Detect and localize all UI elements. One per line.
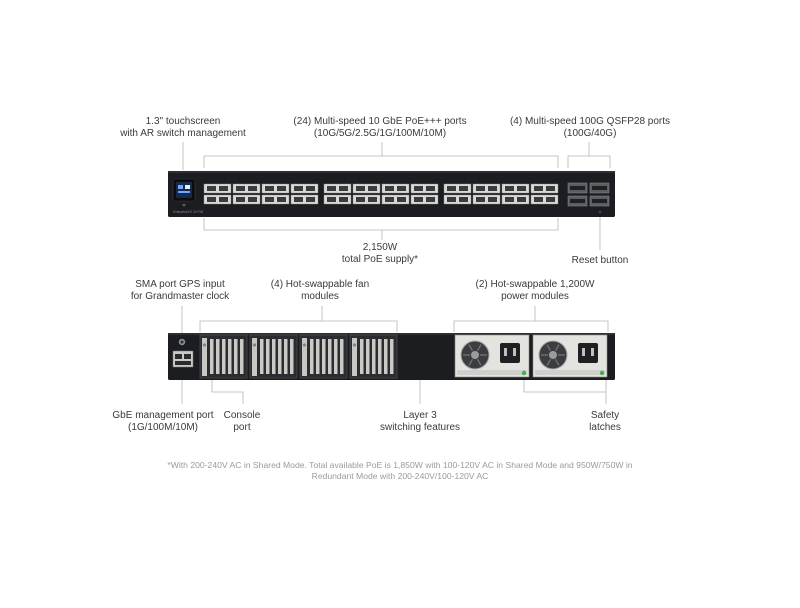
rj45-port[interactable]: [261, 183, 290, 194]
callout-power-modules: (2) Hot-swappable 1,200W power modules: [475, 279, 595, 302]
callout-touchscreen: 1.3" touchscreen with AR switch manageme…: [120, 116, 246, 139]
callout-poe-ports: (24) Multi-speed 10 GbE PoE+++ ports (10…: [293, 116, 467, 139]
sma-port[interactable]: [178, 338, 186, 346]
rear-leader-lines: [181, 306, 609, 404]
reset-button[interactable]: [598, 210, 602, 214]
callout-qsfp-ports: (4) Multi-speed 100G QSFP28 ports (100G/…: [509, 116, 671, 139]
qsfp-port[interactable]: [589, 195, 610, 207]
rj45-port[interactable]: [443, 183, 472, 194]
rj45-port[interactable]: [501, 194, 530, 205]
touchscreen: [172, 178, 196, 207]
rj45-port[interactable]: [501, 183, 530, 194]
callout-reset-button: Reset button: [571, 255, 629, 266]
callout-layer3: Layer 3 switching features: [379, 410, 461, 433]
callout-fan-modules: (4) Hot-swappable fan modules: [270, 279, 370, 302]
rj45-port[interactable]: [232, 183, 261, 194]
rj45-port[interactable]: [472, 194, 501, 205]
fan-module[interactable]: [349, 334, 398, 379]
safety-latch[interactable]: [599, 370, 605, 376]
rj45-port[interactable]: [203, 194, 232, 205]
rj45-port[interactable]: [203, 183, 232, 194]
front-leader-lines: [182, 142, 611, 250]
fan-module[interactable]: [299, 334, 348, 379]
rj45-port[interactable]: [352, 183, 381, 194]
front-panel: EnterpriseXG 24 PoE: [168, 171, 615, 217]
model-label: EnterpriseXG 24 PoE: [173, 210, 203, 214]
rj45-port[interactable]: [472, 183, 501, 194]
power-module[interactable]: [454, 334, 530, 378]
power-module-array: [454, 334, 608, 378]
rj45-port-array: [203, 183, 559, 205]
callout-console-port: Console port: [223, 410, 261, 433]
rj45-port[interactable]: [323, 194, 352, 205]
rear-panel: [168, 333, 615, 380]
qsfp-port[interactable]: [567, 195, 588, 207]
rj45-port[interactable]: [381, 183, 410, 194]
qsfp-port[interactable]: [589, 182, 610, 194]
rj45-port[interactable]: [410, 183, 439, 194]
rj45-port[interactable]: [323, 183, 352, 194]
rj45-port[interactable]: [443, 194, 472, 205]
callout-safety-latches: Safety latches: [589, 410, 621, 433]
rj45-port[interactable]: [232, 194, 261, 205]
callout-poe-budget: 2,150W total PoE supply*: [341, 242, 419, 265]
rj45-port[interactable]: [290, 194, 319, 205]
rj45-port[interactable]: [290, 183, 319, 194]
rj45-port[interactable]: [530, 183, 559, 194]
power-module[interactable]: [532, 334, 608, 378]
rj45-port[interactable]: [352, 194, 381, 205]
rj45-port[interactable]: [381, 194, 410, 205]
gbe-management-port[interactable]: [172, 350, 194, 368]
safety-latch[interactable]: [521, 370, 527, 376]
callout-sma-port: SMA port GPS input for Grandmaster clock: [130, 279, 230, 302]
qsfp-port-array: [567, 182, 610, 207]
footnote: *With 200-240V AC in Shared Mode. Total …: [167, 460, 633, 481]
front-chassis: [168, 171, 615, 217]
fan-module[interactable]: [199, 334, 248, 379]
fan-module-array: [199, 334, 398, 379]
callout-gbe-mgmt-port: GbE management port (1G/100M/10M): [112, 410, 214, 433]
rj45-port[interactable]: [261, 194, 290, 205]
rj45-port[interactable]: [530, 194, 559, 205]
qsfp-port[interactable]: [567, 182, 588, 194]
fan-module[interactable]: [249, 334, 298, 379]
rj45-port[interactable]: [410, 194, 439, 205]
